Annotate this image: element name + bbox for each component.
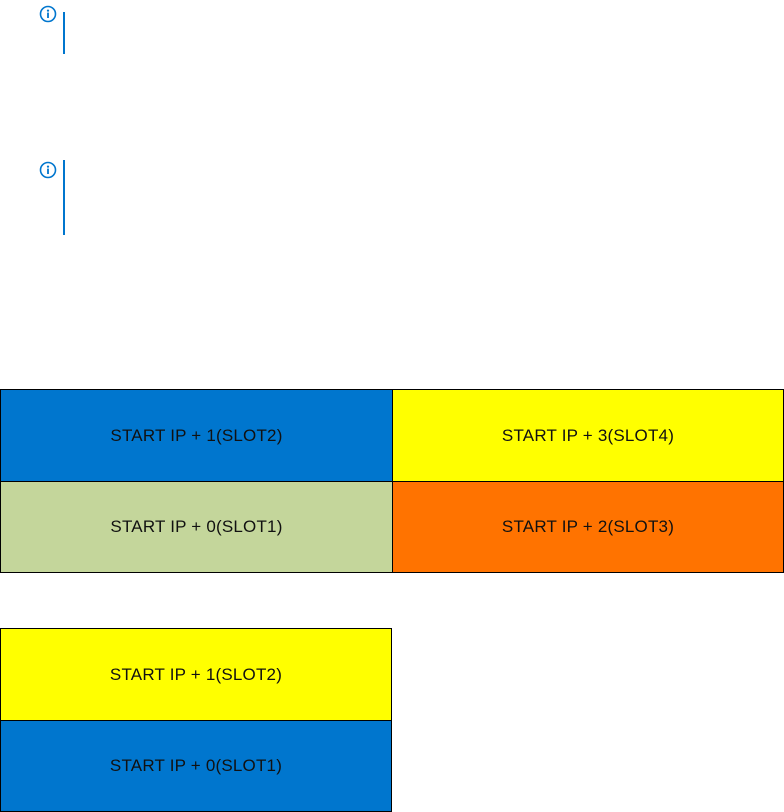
slot1-cell: START IP + 0(SLOT1) [1,482,393,572]
slot2-cell: START IP + 1(SLOT2) [1,629,391,721]
slot-diagram-two: START IP + 1(SLOT2) START IP + 0(SLOT1) [0,628,392,812]
info-icon [39,5,57,23]
info-icon [39,161,57,179]
note-2 [38,160,65,236]
slot-diagram-four: START IP + 1(SLOT2) START IP + 3(SLOT4) … [0,389,784,573]
slot3-cell: START IP + 2(SLOT3) [393,482,783,572]
slot1-cell: START IP + 0(SLOT1) [1,721,391,811]
note-bar [63,12,65,54]
slot2-cell: START IP + 1(SLOT2) [1,390,393,482]
note-1 [38,4,65,54]
slot4-cell: START IP + 3(SLOT4) [393,390,783,482]
note-bar [63,160,65,235]
